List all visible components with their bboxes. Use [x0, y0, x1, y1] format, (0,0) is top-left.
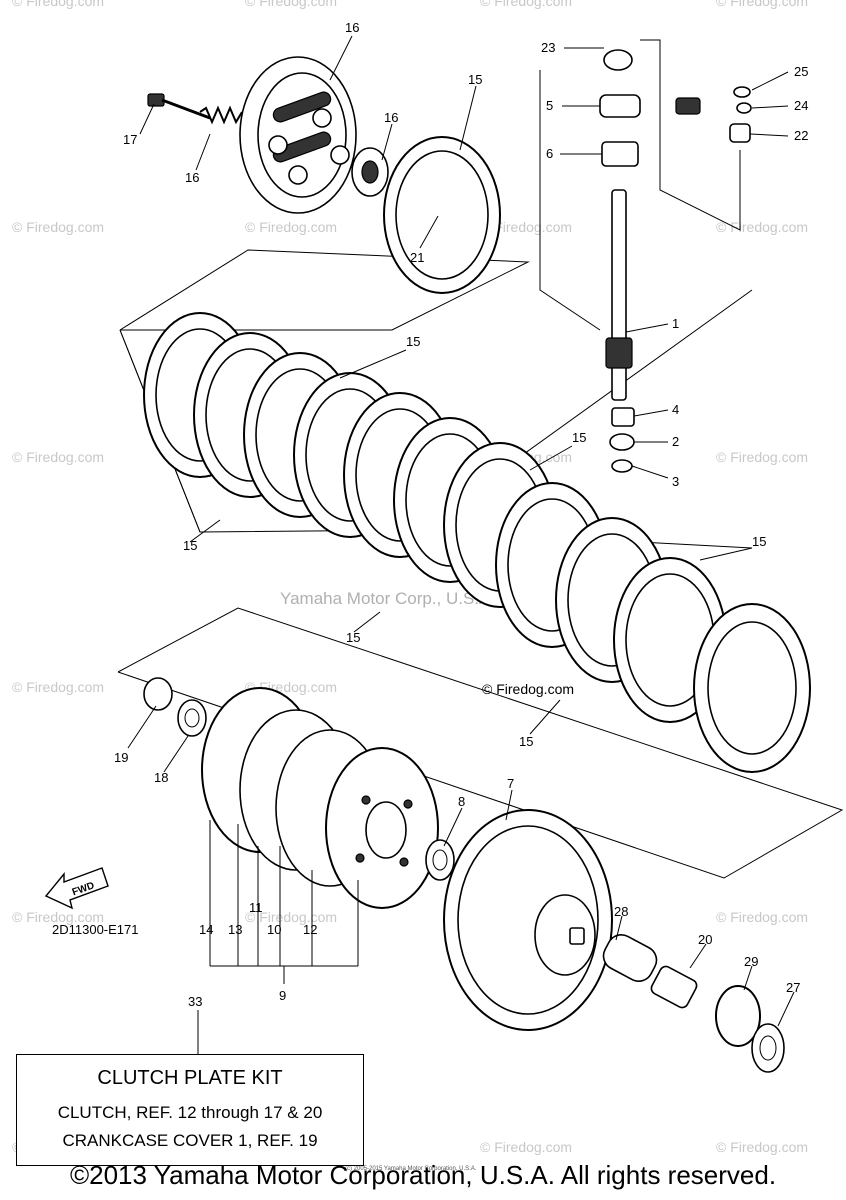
watermark-text: © Firedog.com	[12, 449, 104, 465]
callout-18: 16	[345, 20, 359, 35]
callout-22: 18	[154, 770, 168, 785]
copyright-notice: ©2013 Yamaha Motor Corporation, U.S.A. A…	[69, 1160, 777, 1190]
push-lever-shaft-1	[605, 189, 633, 401]
watermark-text: © Firedog.com	[716, 909, 808, 925]
callout-1: 1	[672, 316, 679, 331]
callout-30: 27	[786, 980, 800, 995]
callout-labels: 16 17 16 16 15 21 23 5 6 1 4 2 3 25 24 2…	[114, 20, 808, 1009]
bolt-and-spring	[147, 93, 243, 125]
callout-6: 6	[546, 146, 553, 161]
callout-24: 20	[698, 932, 712, 947]
thrust-washer-8	[425, 839, 455, 881]
callout-23: 19	[114, 750, 128, 765]
watermark-text: © Firedog.com	[480, 1139, 572, 1155]
callout-4: 4	[672, 402, 679, 417]
watermark-text: © Firedog.com	[245, 909, 337, 925]
clutch-boss-assembly	[201, 687, 439, 909]
watermark-firedog-dark: © Firedog.com	[482, 681, 574, 697]
watermark-text: © Firedog.com	[716, 219, 808, 235]
callout-10: 10	[267, 922, 281, 937]
callout-27: 23	[541, 40, 555, 55]
callout-13: 13	[228, 922, 242, 937]
callout-29: 25	[794, 64, 808, 79]
bracket-9	[209, 820, 359, 984]
clutch-plate-stack	[143, 312, 811, 773]
callout-16-middle: 15	[572, 430, 586, 445]
bearing-19	[351, 147, 389, 197]
friction-plate-17	[383, 136, 501, 294]
callout-17: 15	[468, 72, 482, 87]
callout-16-right: 15	[752, 534, 766, 549]
callout-15-left: 15	[183, 538, 197, 553]
callout-8: 8	[458, 794, 465, 809]
callout-11: 11	[249, 900, 263, 915]
primary-driven-gear	[443, 809, 613, 1031]
watermark-text: © Firedog.com	[480, 219, 572, 235]
callout-5: 5	[546, 98, 553, 113]
watermark-text: © Firedog.com	[12, 0, 104, 9]
nut-and-washer	[143, 677, 207, 737]
kit-title: CLUTCH PLATE KIT	[97, 1067, 283, 1089]
watermark-text: © Firedog.com	[716, 449, 808, 465]
watermark-text: © Firedog.com	[480, 0, 572, 9]
callout-15-right: 15	[519, 734, 533, 749]
callout-14: 14	[199, 922, 213, 937]
callout-7: 7	[507, 776, 514, 791]
leader-lines	[127, 35, 795, 1054]
fwd-arrow: FWD	[44, 867, 109, 910]
watermark-text: © Firedog.com	[716, 1139, 808, 1155]
small-notice: (c) 2005-2015 Yamaha Motor Corporation, …	[345, 1166, 477, 1172]
callout-2: 2	[672, 434, 679, 449]
watermark-text: © Firedog.com	[245, 219, 337, 235]
callout-15-middle: 15	[346, 630, 360, 645]
watermark-text: © Firedog.com	[245, 0, 337, 9]
watermark-text: © Firedog.com	[12, 679, 104, 695]
callout-33: 33	[188, 994, 202, 1009]
diagram-code: 2D11300-E171	[52, 922, 139, 937]
callout-32: 29	[744, 954, 758, 969]
watermark-text: © Firedog.com	[12, 909, 104, 925]
watermark-text: © Firedog.com	[716, 0, 808, 9]
callout-21: 17	[123, 132, 137, 147]
callout-31: 28	[614, 904, 628, 919]
callout-12: 12	[303, 922, 317, 937]
callout-25: 21	[410, 250, 424, 265]
callout-16-top: 15	[406, 334, 420, 349]
callout-9: 9	[279, 988, 286, 1003]
clutch-plate-kit-box: CLUTCH PLATE KIT CLUTCH, REF. 12 through…	[16, 1054, 364, 1166]
kit-line-1: CLUTCH, REF. 12 through 17 & 20	[57, 1103, 323, 1122]
kit-line-2: CRANKCASE COVER 1, REF. 19	[62, 1131, 318, 1150]
callout-28: 24	[794, 98, 808, 113]
watermark-text: © Firedog.com	[12, 219, 104, 235]
pressure-plate	[239, 56, 357, 214]
collar-bearing-gear	[602, 934, 785, 1073]
callout-20: 16	[185, 170, 199, 185]
callout-3: 3	[672, 474, 679, 489]
callout-26: 22	[794, 128, 808, 143]
callout-19: 16	[384, 110, 398, 125]
small-shaft-parts	[599, 49, 752, 473]
watermark-yamaha: Yamaha Motor Corp., U.S.A.	[280, 589, 495, 608]
